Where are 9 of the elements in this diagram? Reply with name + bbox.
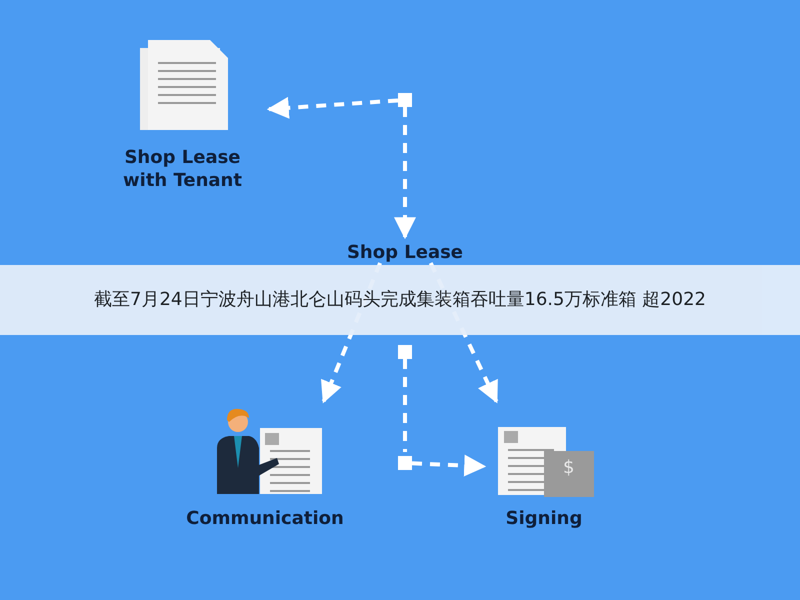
currency-sign: $ [563, 457, 574, 478]
node-label: Shop Lease with Tenant [122, 146, 243, 192]
headline-banner: 截至7月24日宁波舟山港北仑山码头完成集装箱吞吐量16.5万标准箱 超2022 [0, 265, 800, 335]
arrow [266, 96, 398, 119]
arrow [412, 454, 486, 477]
node-label: Communication [185, 507, 345, 530]
node-label: Signing [504, 507, 584, 530]
arrow [394, 107, 416, 240]
node-label: Shop Lease [346, 241, 464, 264]
